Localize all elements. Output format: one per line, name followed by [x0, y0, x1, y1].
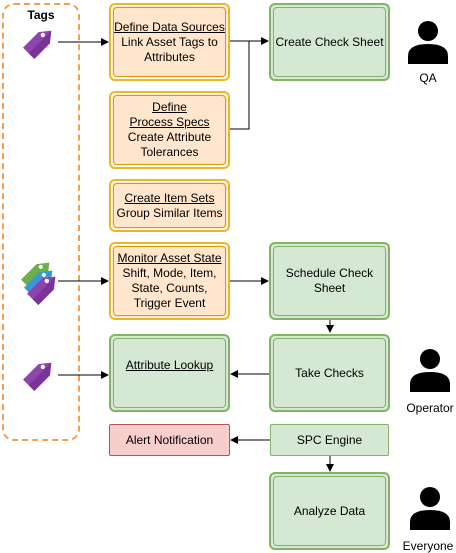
spc-engine-node[interactable]: SPC Engine — [270, 424, 389, 456]
schedule-check-sheet-node[interactable]: Schedule Check Sheet — [269, 242, 390, 320]
node-label: Alert Notification — [125, 432, 214, 447]
node-body: Create Attribute Tolerances — [127, 130, 212, 159]
node-title: Attribute Lookup — [125, 358, 214, 372]
node-label: Create Check Sheet — [275, 34, 384, 49]
node-body: Shift, Mode, Item, State, Counts, Trigge… — [122, 266, 217, 310]
node-label: Take Checks — [295, 365, 364, 380]
node-body: Link Asset Tags to Attributes — [121, 34, 218, 64]
tags-group — [2, 3, 80, 441]
tag-icon — [23, 362, 52, 391]
define-process-specs-node[interactable]: Define Process Specs Create Attribute To… — [109, 91, 230, 169]
role-operator-label: Operator — [406, 401, 454, 415]
user-icon — [408, 21, 448, 64]
take-checks-node[interactable]: Take Checks — [269, 334, 390, 412]
create-item-sets-node[interactable]: Create Item Sets Group Similar Items — [109, 179, 230, 232]
user-icon — [410, 349, 450, 392]
stacked-tags-icon — [21, 262, 56, 305]
monitor-asset-state-node[interactable]: Monitor Asset State Shift, Mode, Item, S… — [109, 242, 230, 320]
role-qa-label: QA — [419, 71, 437, 85]
node-label: Schedule Check Sheet — [285, 266, 374, 295]
alert-notification-node[interactable]: Alert Notification — [109, 424, 230, 456]
node-title: Define Process Specs — [129, 100, 210, 129]
node-title: Define Data Sources — [114, 19, 225, 34]
tags-group-title: Tags — [27, 8, 55, 22]
attribute-lookup-node[interactable]: Attribute Lookup — [109, 334, 230, 412]
edge-process-to-checksheet — [229, 41, 250, 130]
node-label: SPC Engine — [296, 432, 363, 447]
define-data-sources-node[interactable]: Define Data Sources Link Asset Tags to A… — [109, 3, 230, 81]
create-check-sheet-node[interactable]: Create Check Sheet — [269, 3, 390, 81]
user-icon — [410, 487, 450, 530]
node-title: Create Item Sets — [124, 190, 215, 205]
role-everyone-label: Everyone — [402, 539, 454, 553]
tag-icon — [23, 30, 52, 59]
node-title: Monitor Asset State — [117, 251, 222, 265]
analyze-data-node[interactable]: Analyze Data — [269, 472, 390, 550]
node-label: Analyze Data — [293, 503, 366, 518]
node-body: Group Similar Items — [116, 205, 223, 220]
